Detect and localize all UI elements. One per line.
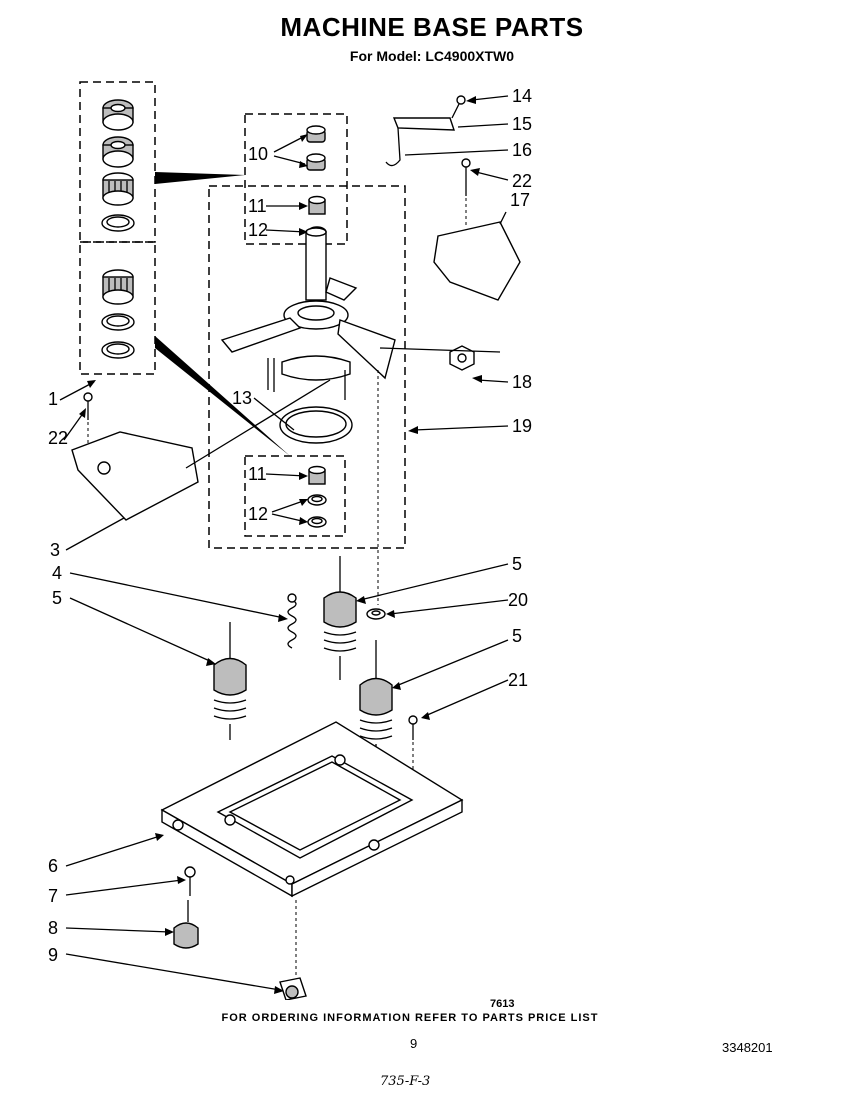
callout-13: 13 <box>232 388 252 408</box>
foot-8 <box>173 900 199 949</box>
callout-5-right: 5 <box>512 626 522 646</box>
callout-9: 9 <box>48 945 58 965</box>
spring-4 <box>287 593 297 649</box>
kit-seal-2 <box>102 136 134 168</box>
bracket-15 <box>392 117 455 131</box>
callout-7: 7 <box>48 886 58 906</box>
bearing-kit-box-upper <box>79 81 156 243</box>
callout-16: 16 <box>512 140 532 160</box>
callout-5-top: 5 <box>512 554 522 574</box>
suspension-spring-5-right <box>359 640 393 760</box>
page-number: 9 <box>410 1036 418 1051</box>
suspension-spring-5-left <box>213 622 247 740</box>
kit-wedge-lower <box>155 336 290 456</box>
callout-15: 15 <box>512 114 532 134</box>
callout-18: 18 <box>512 372 532 392</box>
callout-11-lower: 11 <box>248 464 267 484</box>
screw-22-right <box>461 158 471 196</box>
bearing-11-upper <box>308 195 326 215</box>
leader-lines <box>59 95 509 994</box>
callout-12-lower: 12 <box>248 504 268 524</box>
washer-20 <box>366 608 386 620</box>
kit-seal-1 <box>102 99 134 131</box>
handwritten-code: 735-F-3 <box>380 1074 431 1089</box>
screw-14 <box>451 95 466 119</box>
screw-22-left <box>83 392 93 420</box>
kit-wedge-upper <box>155 172 245 184</box>
callout-11-upper: 11 <box>248 196 267 216</box>
screw-21 <box>408 715 418 740</box>
callout-14: 14 <box>512 86 532 106</box>
seal-ring-13 <box>279 406 353 444</box>
callout-1: 1 <box>48 389 58 409</box>
hook-16 <box>385 127 401 167</box>
callout-17: 17 <box>510 190 530 210</box>
bearing-10-bottom <box>306 153 326 171</box>
kit-ring-2 <box>101 313 135 331</box>
callout-20: 20 <box>508 590 528 610</box>
callout-4: 4 <box>52 563 62 583</box>
callout-19: 19 <box>512 416 532 436</box>
shield-plate-hole <box>97 461 111 475</box>
kit-roller-bearing-1 <box>102 172 134 206</box>
ring-12-lower-b <box>307 516 327 528</box>
transmission-assembly <box>220 227 396 400</box>
ordering-note: FOR ORDERING INFORMATION REFER TO PARTS … <box>221 1012 599 1024</box>
page-title: MACHINE BASE PARTS <box>280 12 584 42</box>
lower-bearing-box <box>244 455 346 537</box>
shield-plate-3 <box>71 431 199 521</box>
callout-22-right: 22 <box>512 171 532 191</box>
bearing-11-lower <box>308 465 326 485</box>
callout-8: 8 <box>48 918 58 938</box>
suspension-spring-5-top <box>323 556 357 680</box>
ring-12-lower-a <box>307 494 327 506</box>
callout-10: 10 <box>248 144 268 164</box>
bearing-10-top <box>306 125 326 143</box>
machine-base-6 <box>160 721 464 898</box>
caster-9 <box>279 977 307 1000</box>
callout-3: 3 <box>50 540 60 560</box>
kit-roller-bearing-2 <box>102 269 134 305</box>
bolt-7 <box>184 866 196 896</box>
callout-6: 6 <box>48 856 58 876</box>
callout-21: 21 <box>508 670 528 690</box>
transmission-assembly-box <box>208 185 406 549</box>
kit-ring-1 <box>101 214 135 232</box>
kit-ring-3 <box>101 341 135 359</box>
callout-22-left: 22 <box>48 428 68 448</box>
parts-diagram: 14 15 16 22 17 10 11 12 18 1 22 13 19 11… <box>48 81 532 1000</box>
document-number: 3348201 <box>722 1040 773 1055</box>
drawing-code: 7613 <box>490 998 515 1010</box>
model-subtitle: For Model: LC4900XTW0 <box>349 48 515 64</box>
nut-18 <box>449 345 475 371</box>
callout-5-left: 5 <box>52 588 62 608</box>
cover-plate-17 <box>433 221 521 301</box>
callout-12-upper: 12 <box>248 220 268 240</box>
